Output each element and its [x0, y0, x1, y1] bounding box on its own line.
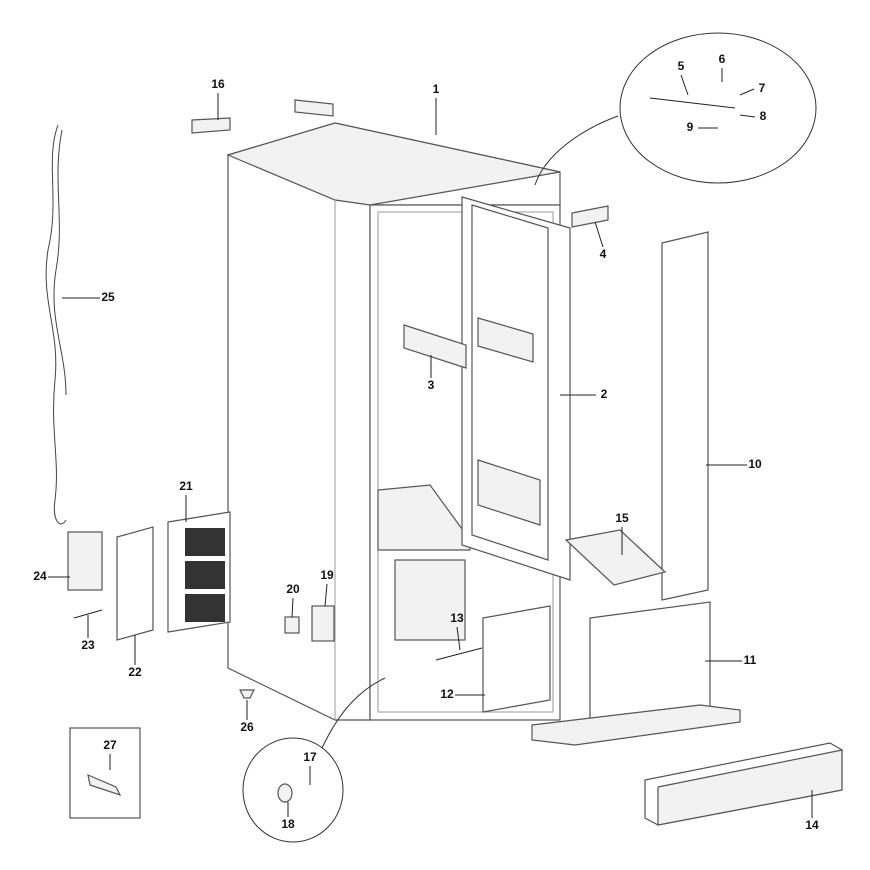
- top-bracket: [294, 99, 334, 117]
- detail-rod: [649, 97, 736, 109]
- latch: [284, 616, 300, 634]
- part-label-27: 27: [103, 738, 117, 752]
- part-label-15: 15: [615, 511, 629, 525]
- leveling-foot: [239, 689, 255, 699]
- leader-line-5: [680, 74, 689, 96]
- detail-box-27: [69, 727, 141, 819]
- front-panel: [531, 601, 741, 746]
- part-label-20: 20: [286, 582, 300, 596]
- part-label-17: 17: [303, 750, 317, 764]
- vent-grille: [167, 511, 231, 633]
- part-label-5: 5: [678, 59, 685, 73]
- leader-line-7: [739, 88, 755, 96]
- small-door: [482, 605, 551, 713]
- power-cable: [45, 124, 67, 525]
- tray: [564, 529, 667, 586]
- switch-box: [67, 531, 103, 591]
- part-label-12: 12: [440, 687, 454, 701]
- inner-panel: [461, 196, 571, 581]
- leader-line-19: [324, 583, 328, 607]
- detail-circle-bottom: [242, 737, 344, 843]
- part-label-4: 4: [600, 247, 607, 261]
- part-label-23: 23: [81, 638, 95, 652]
- part-label-24: 24: [33, 569, 47, 583]
- part-label-26: 26: [240, 720, 254, 734]
- part-label-25: 25: [101, 290, 115, 304]
- part-label-13: 13: [450, 611, 464, 625]
- screw: [73, 609, 103, 619]
- leader-line-13: [456, 626, 461, 651]
- detail-pointer-bottom: [321, 677, 386, 749]
- part-label-14: 14: [805, 818, 819, 832]
- detail-bushing: [277, 783, 293, 803]
- part-label-22: 22: [128, 665, 142, 679]
- perforated-grille: [644, 742, 843, 826]
- bracket: [571, 205, 609, 228]
- rod: [435, 647, 483, 661]
- latch-plate: [311, 605, 335, 642]
- part-label-10: 10: [748, 457, 762, 471]
- mounting-plate: [116, 526, 154, 641]
- side-column: [661, 231, 709, 601]
- part-label-6: 6: [719, 52, 726, 66]
- part-label-9: 9: [687, 120, 694, 134]
- part-label-3: 3: [428, 378, 435, 392]
- leader-line-20: [291, 597, 294, 618]
- detail-circle-top: [619, 32, 817, 184]
- leader-line-8: [739, 114, 756, 118]
- part-label-8: 8: [760, 109, 767, 123]
- part-label-7: 7: [759, 81, 766, 95]
- part-label-19: 19: [320, 568, 334, 582]
- part-label-11: 11: [744, 653, 757, 667]
- key-part: [87, 773, 122, 797]
- part-label-21: 21: [179, 479, 193, 493]
- detail-pointer-top: [534, 115, 619, 186]
- part-label-18: 18: [281, 817, 295, 831]
- perforated-strip: [403, 324, 467, 369]
- top-bracket: [191, 117, 231, 134]
- leader-line-4: [594, 221, 604, 248]
- part-label-1: 1: [433, 82, 440, 96]
- part-label-2: 2: [601, 387, 608, 401]
- part-label-16: 16: [211, 77, 225, 91]
